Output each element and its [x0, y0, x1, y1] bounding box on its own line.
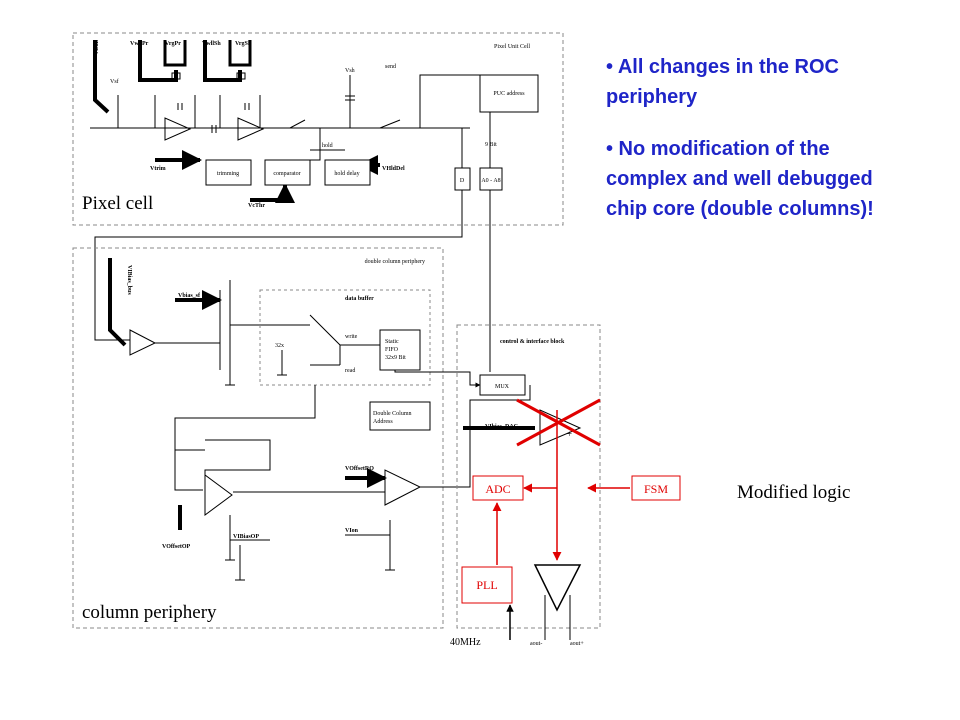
a0a8-label: A0 - A8: [481, 178, 500, 184]
send-label: send: [385, 64, 396, 70]
vsf-label: Vsf: [110, 78, 119, 85]
vion-label: VIon: [345, 528, 359, 534]
fifo-label: FIFO: [385, 347, 399, 353]
vleak-label: Vleak: [94, 39, 100, 55]
pixel-cell-label: Pixel cell: [82, 193, 154, 214]
pixel-bias-lines: [90, 40, 491, 372]
write-label: write: [345, 334, 358, 340]
double-column-periphery-label: double column periphery: [365, 259, 425, 265]
mux-block: MUX: [479, 374, 526, 396]
adc-box: ADC: [472, 475, 524, 501]
vrgpr-label: VrgPr: [165, 41, 181, 47]
read-label: read: [345, 368, 355, 374]
svg-text:PLL: PLL: [476, 578, 497, 592]
svg-text:ADC: ADC: [485, 482, 510, 496]
svg-text:MUX: MUX: [495, 384, 510, 390]
d-label: D: [460, 178, 465, 184]
puc-address-label: PUC address: [493, 91, 525, 97]
data-buffer-label: data buffer: [345, 296, 374, 302]
trimming-label: trimming: [217, 171, 239, 177]
pixel-unit-cell-label: Pixel Unit Cell: [494, 44, 530, 50]
vhlddel-label: VHldDel: [382, 166, 405, 172]
vwllsh-label: VwllSh: [202, 41, 221, 47]
plus-sign: +: [567, 429, 572, 439]
vtrim-label: Vtrim: [150, 166, 166, 172]
static-label: Static: [385, 339, 399, 345]
aout-plus-label: aout+: [570, 641, 584, 647]
comparator-label: comparator: [273, 171, 300, 177]
fsm-box: FSM: [631, 475, 681, 501]
preamp-shaper: [164, 72, 355, 141]
aout-minus-label: aout-: [530, 641, 542, 647]
periphery-wiring: [108, 258, 531, 581]
modified-logic-label: Modified logic: [737, 482, 851, 503]
hold-delay-label: hold delay: [334, 171, 359, 177]
removed-dac: + VIbias_DAC: [463, 398, 601, 447]
bullet-list: • All changes in the ROC periphery • No …: [606, 52, 906, 246]
svg-text:FSM: FSM: [644, 482, 668, 496]
dc-address-label: Double Column: [373, 411, 412, 417]
hold-label: hold: [322, 143, 333, 149]
control-interface-label: control & interface block: [500, 339, 565, 345]
periphery-blocks: [369, 329, 431, 431]
voffsetop-label: VOffsetOP: [162, 544, 191, 550]
vrgsh-label: VrgSh: [235, 41, 252, 47]
ninebit-label: 9 Bit: [485, 142, 497, 148]
control-interface-box: control & interface block: [456, 324, 601, 629]
vsh-label: Vsh: [345, 68, 355, 74]
vbias-bus-label: VIBias_bus: [126, 265, 132, 295]
voffsetro-label: VOffsetRO: [345, 466, 374, 472]
fifo-size-label: 32x9 Bit: [385, 355, 406, 361]
vwllpr-label: VwllPr: [130, 41, 149, 47]
pixel-blocks: [205, 74, 539, 191]
vbias-sf-label: Vbias_sf: [178, 293, 201, 299]
pll-box: PLL: [461, 566, 513, 604]
dc-address2-label: Address: [373, 419, 393, 425]
double-column-periphery-box: double column periphery: [72, 247, 444, 629]
vibiasop-label: VIBiasOP: [233, 534, 259, 540]
bullet-no-modification: • No modification of the complex and wel…: [606, 138, 874, 220]
pixel-unit-cell-box: Pixel Unit Cell: [72, 32, 564, 226]
modified-logic: [492, 410, 630, 640]
clk-label: 40MHz: [450, 637, 481, 648]
vcthr-label: VcThr: [248, 203, 265, 209]
column-periphery-label: column periphery: [82, 602, 217, 623]
bullet-roc-periphery: • All changes in the ROC periphery: [606, 56, 839, 108]
size32-label: 32x: [275, 343, 284, 349]
